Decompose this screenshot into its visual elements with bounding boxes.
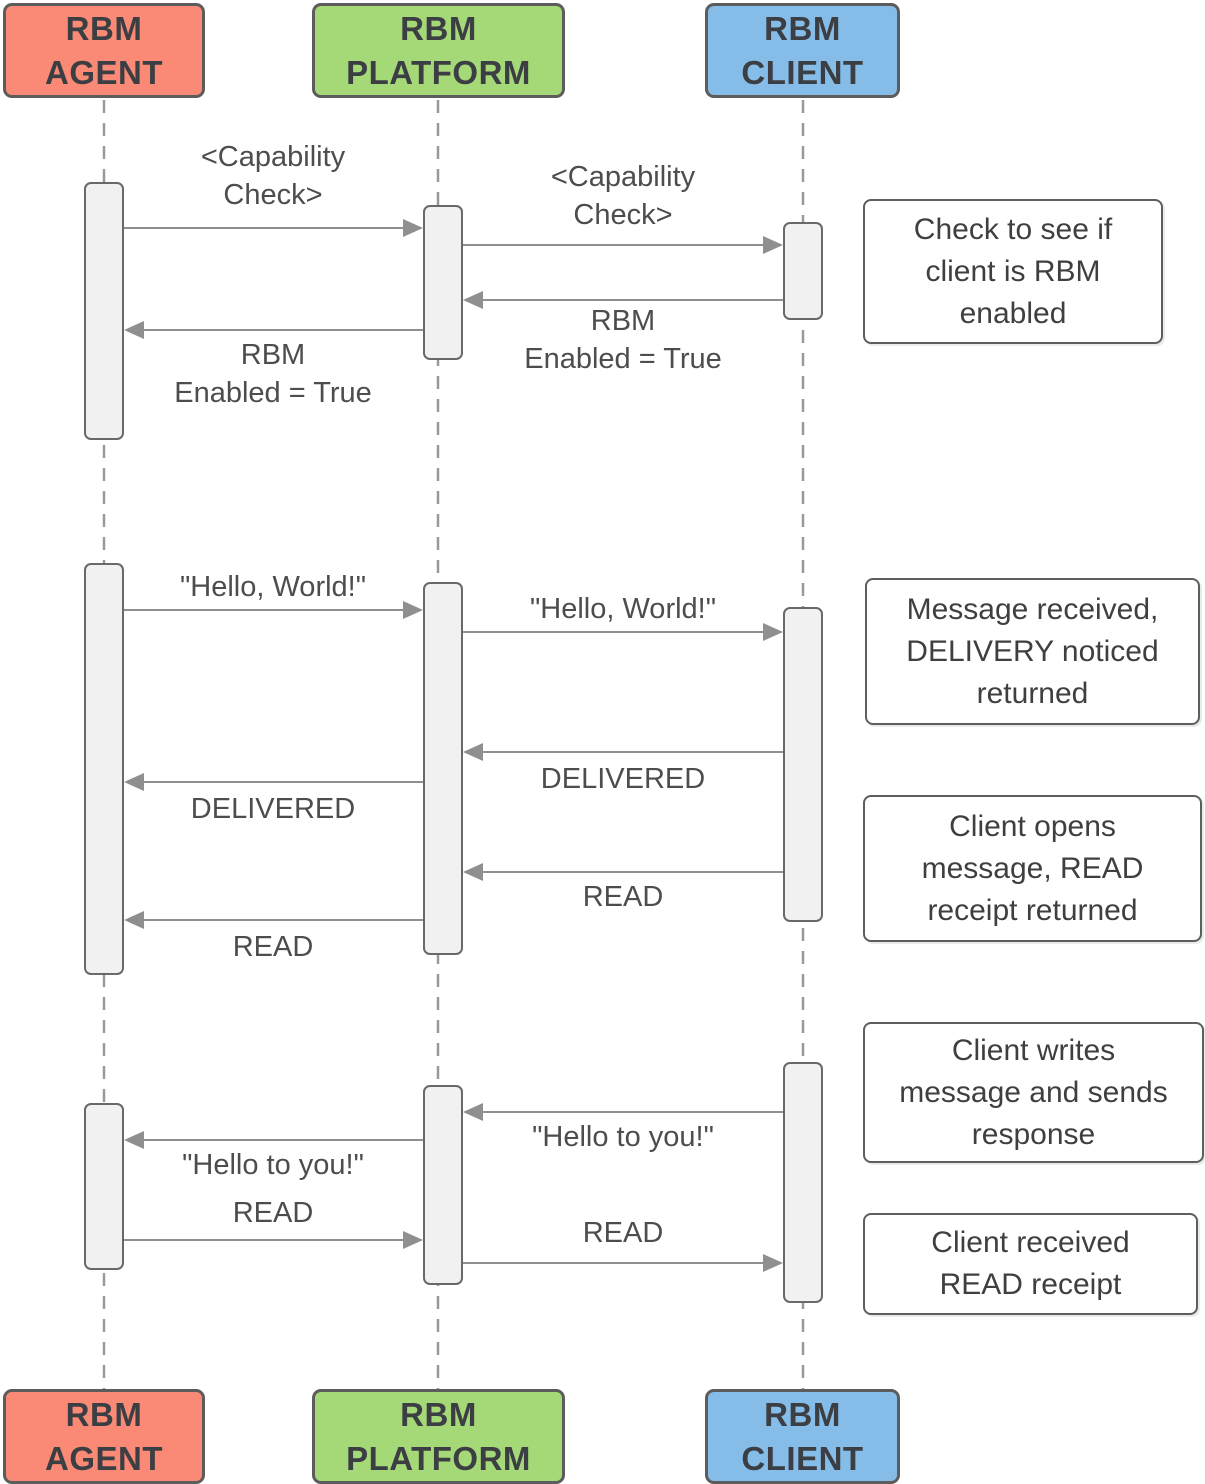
- actor-label-line: CLIENT: [741, 1439, 864, 1477]
- note-text-line: returned: [976, 676, 1089, 710]
- actor-label-line: AGENT: [45, 53, 163, 91]
- message-label-read-client-platform: READ: [583, 878, 664, 916]
- message-label-read-agent-platform: READ: [233, 1194, 314, 1232]
- message-label-line: DELIVERED: [190, 793, 356, 825]
- message-label-read-platform-agent: READ: [233, 928, 314, 966]
- actor-label-line: RBM: [400, 1395, 477, 1433]
- note-text-line: receipt returned: [927, 893, 1138, 927]
- actor-label-line: RBM: [764, 1395, 841, 1433]
- message-label-line: DELIVERED: [540, 763, 706, 795]
- note-text-line: Client writes: [951, 1033, 1116, 1067]
- activation-bar-rbm-agent-1: [84, 563, 124, 975]
- message-label-line: READ: [232, 931, 314, 963]
- message-label-line: RBM: [240, 339, 306, 371]
- message-label-hello-to-you-platform-agent: "Hello to you!": [182, 1146, 364, 1184]
- activation-bar-rbm-platform-4: [423, 582, 463, 955]
- note-capability: Check to see if client is RBM enabled: [863, 199, 1163, 344]
- activation-bar-rbm-client-6: [783, 222, 823, 320]
- note-text-line: Client received: [931, 1226, 1130, 1259]
- message-label-line: RBM: [590, 305, 656, 337]
- note-text-line: response: [971, 1117, 1096, 1151]
- message-label-line: Enabled = True: [524, 343, 722, 375]
- message-label-line: Check>: [573, 199, 673, 231]
- message-label-hello-world-platform-client: "Hello, World!": [530, 590, 716, 628]
- actor-label-line: RBM: [65, 9, 143, 47]
- note-read: Client opens message, READ receipt returne…: [863, 795, 1202, 942]
- note-text-line: Message received,: [906, 592, 1159, 626]
- note-response: Client writes message and sends response: [863, 1022, 1204, 1163]
- actor-box-rbm-agent-top: RBM AGENT: [3, 3, 205, 98]
- actor-box-rbm-client-bottom: RBM CLIENT: [705, 1389, 900, 1484]
- message-label-delivered-platform-agent: DELIVERED: [191, 790, 355, 828]
- note-text-line: Client opens: [949, 809, 1116, 843]
- message-label-line: "Hello, World!": [179, 571, 367, 603]
- actor-label-line: CLIENT: [741, 53, 864, 91]
- note-text-line: message, READ: [921, 851, 1144, 885]
- actor-label-line: PLATFORM: [346, 1439, 531, 1477]
- note-text-line: enabled: [959, 296, 1067, 330]
- note-delivery: Message received, DELIVERY noticed returne…: [865, 578, 1200, 725]
- message-label-line: Enabled = True: [174, 377, 372, 409]
- note-text-line: Check to see if: [913, 212, 1113, 246]
- message-label-line: READ: [232, 1197, 314, 1229]
- message-label-rbm-enabled-client-platform: RBM Enabled = True: [524, 302, 722, 378]
- message-label-line: READ: [582, 881, 664, 913]
- message-label-delivered-client-platform: DELIVERED: [541, 760, 705, 798]
- message-label-line: READ: [582, 1217, 664, 1249]
- actor-box-rbm-agent-bottom: RBM AGENT: [3, 1389, 205, 1484]
- actor-box-rbm-client-top: RBM CLIENT: [705, 3, 900, 98]
- activation-bar-rbm-client-7: [783, 607, 823, 922]
- actor-box-rbm-platform-bottom: RBM PLATFORM: [312, 1389, 565, 1484]
- message-label-line: "Hello to you!": [182, 1149, 364, 1181]
- message-label-line: Check>: [223, 179, 323, 211]
- message-label-line: "Hello to you!": [532, 1121, 714, 1153]
- activation-bar-rbm-client-8: [783, 1062, 823, 1303]
- actor-label-line: PLATFORM: [346, 53, 531, 91]
- message-label-line: "Hello, World!": [529, 593, 717, 625]
- message-label-line: <Capability: [550, 161, 696, 193]
- note-text-line: READ receipt: [939, 1268, 1122, 1301]
- actor-label-line: RBM: [764, 9, 841, 47]
- activation-bar-rbm-agent-2: [84, 1103, 124, 1270]
- actor-box-rbm-platform-top: RBM PLATFORM: [312, 3, 565, 98]
- actor-label-line: AGENT: [45, 1439, 163, 1477]
- activation-bar-rbm-agent-0: [84, 182, 124, 440]
- message-label-hello-world-agent-platform: "Hello, World!": [180, 568, 366, 606]
- note-text-line: DELIVERY noticed: [906, 634, 1159, 668]
- actor-label-line: RBM: [400, 9, 477, 47]
- message-label-line: <Capability: [200, 141, 346, 173]
- note-text-line: client is RBM: [925, 254, 1101, 288]
- actor-label-line: RBM: [65, 1395, 143, 1433]
- message-label-hello-to-you-client-platform: "Hello to you!": [532, 1118, 714, 1156]
- message-label-read-platform-client: READ: [583, 1214, 664, 1252]
- note-text-line: message and sends: [899, 1075, 1168, 1109]
- activation-bar-rbm-platform-3: [423, 205, 463, 360]
- activation-bar-rbm-platform-5: [423, 1085, 463, 1285]
- message-label-rbm-enabled-platform-agent: RBM Enabled = True: [174, 336, 372, 412]
